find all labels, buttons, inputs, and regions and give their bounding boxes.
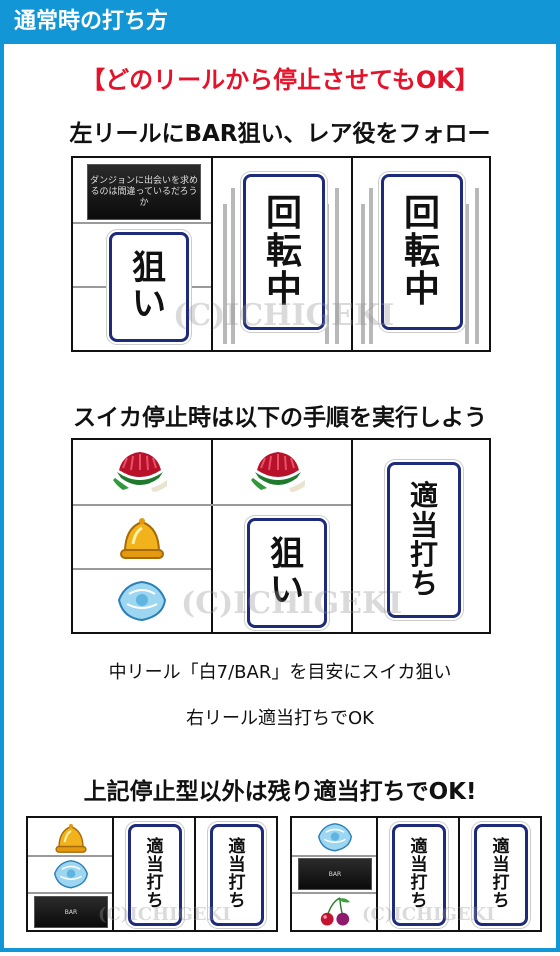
aim-marker: 狙い: [109, 232, 189, 342]
watermelon-icon: [251, 451, 306, 493]
bar-logo: BAR: [298, 858, 372, 890]
bell-icon: [119, 516, 165, 560]
bar-logo: ダンジョンに出会いを求めるのは間違っているだろうか: [87, 164, 201, 220]
random-stop-marker: 適当打ち: [210, 824, 264, 926]
page-title: 通常時の打ち方: [4, 0, 556, 44]
aim-marker: 狙い: [247, 518, 327, 628]
watermark: (C)ICHIGEKI: [362, 904, 495, 925]
replay-icon: [118, 581, 166, 621]
cherry-icon: [320, 897, 351, 927]
reel-diagram-3a: BAR 適当打ち 適当打ち (C)ICHIGEKI: [26, 816, 278, 932]
replay-icon: [53, 860, 89, 889]
reel-diagram-3b: BAR 適当打ち 適当打ち (C)ICHIGEKI: [290, 816, 542, 932]
bell-icon: [55, 822, 87, 854]
random-stop-marker: 適当打ち: [474, 824, 528, 926]
watermark: (C)ICHIGEKI: [173, 298, 395, 333]
section3-heading: 上記停止型以外は残り適当打ちでOK!: [83, 779, 477, 805]
section1-heading: 左リールにBAR狙い、レア役をフォロー: [69, 121, 491, 147]
replay-icon: [318, 823, 352, 852]
bar-logo: BAR: [34, 896, 108, 928]
rule-title: 【どのリールから停止させてもOK】: [81, 66, 479, 94]
random-stop-marker: 適当打ち: [392, 824, 446, 926]
random-stop-marker: 適当打ち: [128, 824, 182, 926]
reel-diagram-1: ダンジョンに出会いを求めるのは間違っているだろうか 狙い 回転中 回転中 (C)…: [71, 156, 491, 352]
note-center-reel: 中リール「白7/BAR」を目安にスイカ狙い: [108, 662, 452, 683]
watermark: (C)ICHIGEKI: [181, 586, 403, 621]
watermelon-icon: [113, 451, 168, 493]
note-right-reel: 右リール適当打ちでOK: [186, 708, 374, 729]
reel-diagram-2: 狙い 適当打ち (C)ICHIGEKI: [71, 438, 491, 634]
section2-heading: スイカ停止時は以下の手順を実行しよう: [73, 405, 487, 431]
watermark: (C)ICHIGEKI: [98, 904, 231, 925]
spinning-marker: 回転中: [381, 174, 463, 330]
random-stop-marker: 適当打ち: [387, 462, 461, 618]
spinning-marker: 回転中: [243, 174, 325, 330]
